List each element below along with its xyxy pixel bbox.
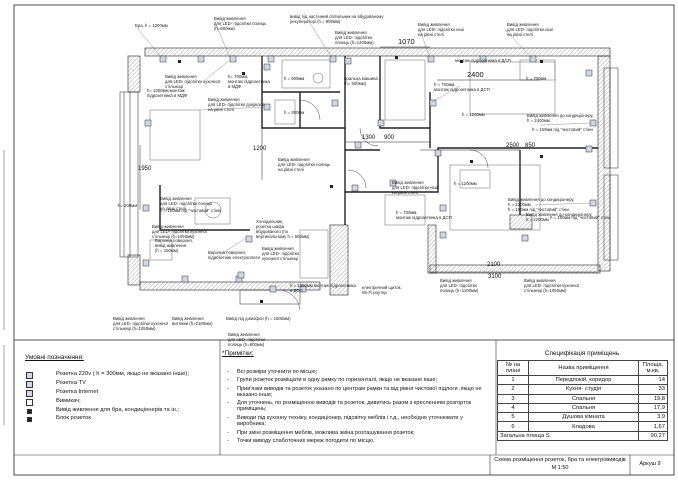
plan-annotation: Вивід живлення для LED- підсвітки полиць…	[278, 157, 331, 172]
spec-table: № на плані Назва приміщення Площа, м.кв.…	[497, 360, 668, 442]
socket-markers	[142, 55, 597, 303]
dimension-label: 900	[384, 135, 395, 141]
title-block: Схема розміщення розеток, бра та електро…	[490, 456, 668, 473]
plan-annotation: Вивід живлення для LED- підсвітки ніші н…	[418, 22, 464, 37]
dimension-label: 2100	[487, 262, 501, 268]
table-row: 3 Спальня 19,8	[497, 393, 668, 404]
plan-annotation: Вивід живлення для LED- підсвітки кухонн…	[262, 246, 299, 261]
spec-col-num: № на плані	[497, 360, 529, 376]
internet-socket-icon	[26, 390, 33, 397]
furniture	[149, 59, 556, 279]
table-row: 1 Передпокій, коридор 14	[497, 374, 668, 386]
table-row: 6 Кладова 1,67	[497, 421, 668, 432]
leader-lines	[136, 19, 593, 289]
switch-icon	[26, 399, 33, 406]
dimension-label: 1300	[362, 135, 376, 141]
dimension-label: 2500	[506, 143, 520, 149]
socket-block-icon	[27, 417, 32, 422]
spec-title: Специфікація приміщень	[544, 350, 620, 357]
spec-total-row: Загальна площа S 90,27	[497, 430, 668, 442]
table-row: 4 Спальня 17,9	[497, 402, 668, 414]
dimension-label: 3100	[488, 274, 502, 280]
plan-annotation: h = 1200мм	[462, 112, 485, 117]
plan-annotation: Вивід живлення для LED- підсвітки ніші н…	[507, 22, 553, 37]
plan-annotation: Холодильник, розетка шафа вбудованого (п…	[256, 219, 310, 239]
plan-annotation: електричний щиток, Wi-Fi роутер	[362, 285, 402, 295]
plan-annotation: Вивід живлення для LED- підсвітки дзерка…	[208, 97, 265, 112]
table-row: 5 Душова кімната 3,9	[497, 412, 668, 423]
plan-annotation: Вивід під домофон (h = 1500мм)	[226, 316, 291, 321]
note-item: Прив'язки виводів та розеток указано по …	[227, 386, 493, 399]
plan-annotation: Бра, h = 1200мм	[135, 23, 168, 28]
plan-annotation: Варочна поверхня, підрозетник електропли…	[208, 250, 260, 260]
legend-title: Умовні позначення:	[25, 354, 84, 361]
note-item: При зміні розміщення меблів, можлива змі…	[227, 430, 493, 437]
spec-header-row: № на плані Назва приміщення Площа, м.кв.	[497, 360, 668, 376]
note-item: Виводи під кухонну техніку, кондиціонер,…	[227, 415, 493, 428]
drawing-scale: М 1:50	[551, 465, 569, 471]
spec-total-label: Загальна площа S	[497, 430, 639, 442]
notes-title: *Примітки:	[222, 350, 254, 357]
plan-annotation: h= 200мм	[118, 203, 138, 208]
plan-annotation: монтаж підрозетника в ДСП	[455, 58, 511, 63]
note-item: Групи розеток розміщати в одну рамку по …	[227, 377, 493, 384]
dimension-label: 1200	[253, 146, 267, 152]
windows	[119, 67, 619, 305]
plan-annotation: h = 1050мм,монтаж підрозетника в ДСП	[290, 283, 356, 293]
drawing-title: Схема розміщення розеток, бра та електро…	[494, 457, 626, 463]
plan-annotation: h= 1000мм,монтаж підрозетника в МДФ	[147, 88, 188, 98]
table-row: 2 Кухня- студія 33	[497, 384, 668, 395]
plan-annotation: h = 150мм під "чистовий" стіни	[550, 215, 611, 220]
note-item: Точки виводу слаботочних мереж погодити …	[227, 438, 493, 445]
plan-annotation: пральна машина (h= 500мм)	[344, 76, 378, 86]
plan-annotation: Вивід живлення до кондиціонеру, h = 2200…	[526, 212, 593, 222]
plan-annotation: вивід під настінний світильник на вбудов…	[290, 14, 384, 24]
plan-annotation: Вивід живлення витяжки (h=2100мм)	[172, 316, 213, 326]
plan-annotation: h= 700мм, монтаж підрозетника в МДФ	[228, 74, 270, 89]
spec-col-area: Площа, м.кв.	[638, 360, 668, 376]
plan-annotation: Вивід живлення для LED- підсвітки ніші н…	[392, 180, 438, 195]
note-item: Всі розміри уточнити по місцю;	[227, 369, 493, 376]
plan-annotation: Вивід живлення для LED- підсвітки кухонн…	[524, 278, 580, 293]
plan-annotation: Вивід живлення до кондиціонеру, h = 2400…	[527, 113, 594, 123]
plan-annotation: h = 700мм, монтаж підрозетника в ДСП	[396, 210, 452, 220]
plan-annotation: h = 150мм під "чистовий" стіни	[160, 208, 221, 213]
spec-total-value: 90,27	[638, 430, 668, 442]
plan-annotation: h = 300мм	[284, 110, 305, 115]
plan-annotation: Вивід живлення для LED- підсвітки полиць…	[228, 332, 265, 347]
sheet-number: Аркуш 9	[639, 461, 661, 467]
plan-annotation: Вивід живлення для LED- підсвітки полиць…	[160, 196, 213, 211]
plan-annotation: Вивід живлення до кондиціонеру, h = 2200…	[508, 197, 575, 207]
plan-annotation: Вивід живлення для LED- підсвітки кухонн…	[152, 224, 208, 239]
dimension-label: 2400	[467, 70, 484, 79]
plan-annotation: h = 1200мм	[454, 181, 477, 186]
interior-walls	[159, 56, 598, 231]
plan-annotation: Вивід живлення для LED- підсвітки кухонн…	[165, 74, 221, 89]
socket-icon	[26, 372, 33, 379]
plan-annotation: h = 700мм	[526, 76, 547, 81]
spec-col-name: Назва приміщення	[528, 360, 639, 376]
plan-annotation: Вивід живлення для LED- підсвітки полиць…	[214, 16, 267, 31]
plan-annotation: Вивід живлення для LED- підсвітки полиць…	[440, 278, 479, 293]
power-output-icon	[27, 409, 32, 414]
plan-annotation: Вивід живлення для LED- підсвітки полиць…	[335, 30, 374, 45]
plan-annotation: Вивід живлення для LED- підсвітки кухонн…	[113, 316, 169, 331]
dimension-label: 1070	[398, 37, 415, 46]
sheet-frame	[13, 4, 675, 476]
plan-annotation: h = 700мм, монтаж підрозетника в ДСП	[434, 82, 490, 92]
plan-annotation: h = 900мм	[284, 76, 305, 81]
note-item: Для уточнень, по розміщенню виводів та р…	[227, 400, 493, 413]
outer-walls	[127, 47, 611, 296]
plan-annotation: Варочна поверхня, вивід живлення (h = 15…	[155, 238, 193, 253]
plan-annotation: h = 150мм під "чистовий" стіни	[532, 127, 593, 132]
plan-annotation: h = 150мм під "чистовий" стіни	[508, 207, 569, 212]
dimension-label: 850	[525, 143, 536, 149]
dimension-label: 1950	[138, 166, 152, 172]
tv-socket-icon	[26, 381, 33, 388]
